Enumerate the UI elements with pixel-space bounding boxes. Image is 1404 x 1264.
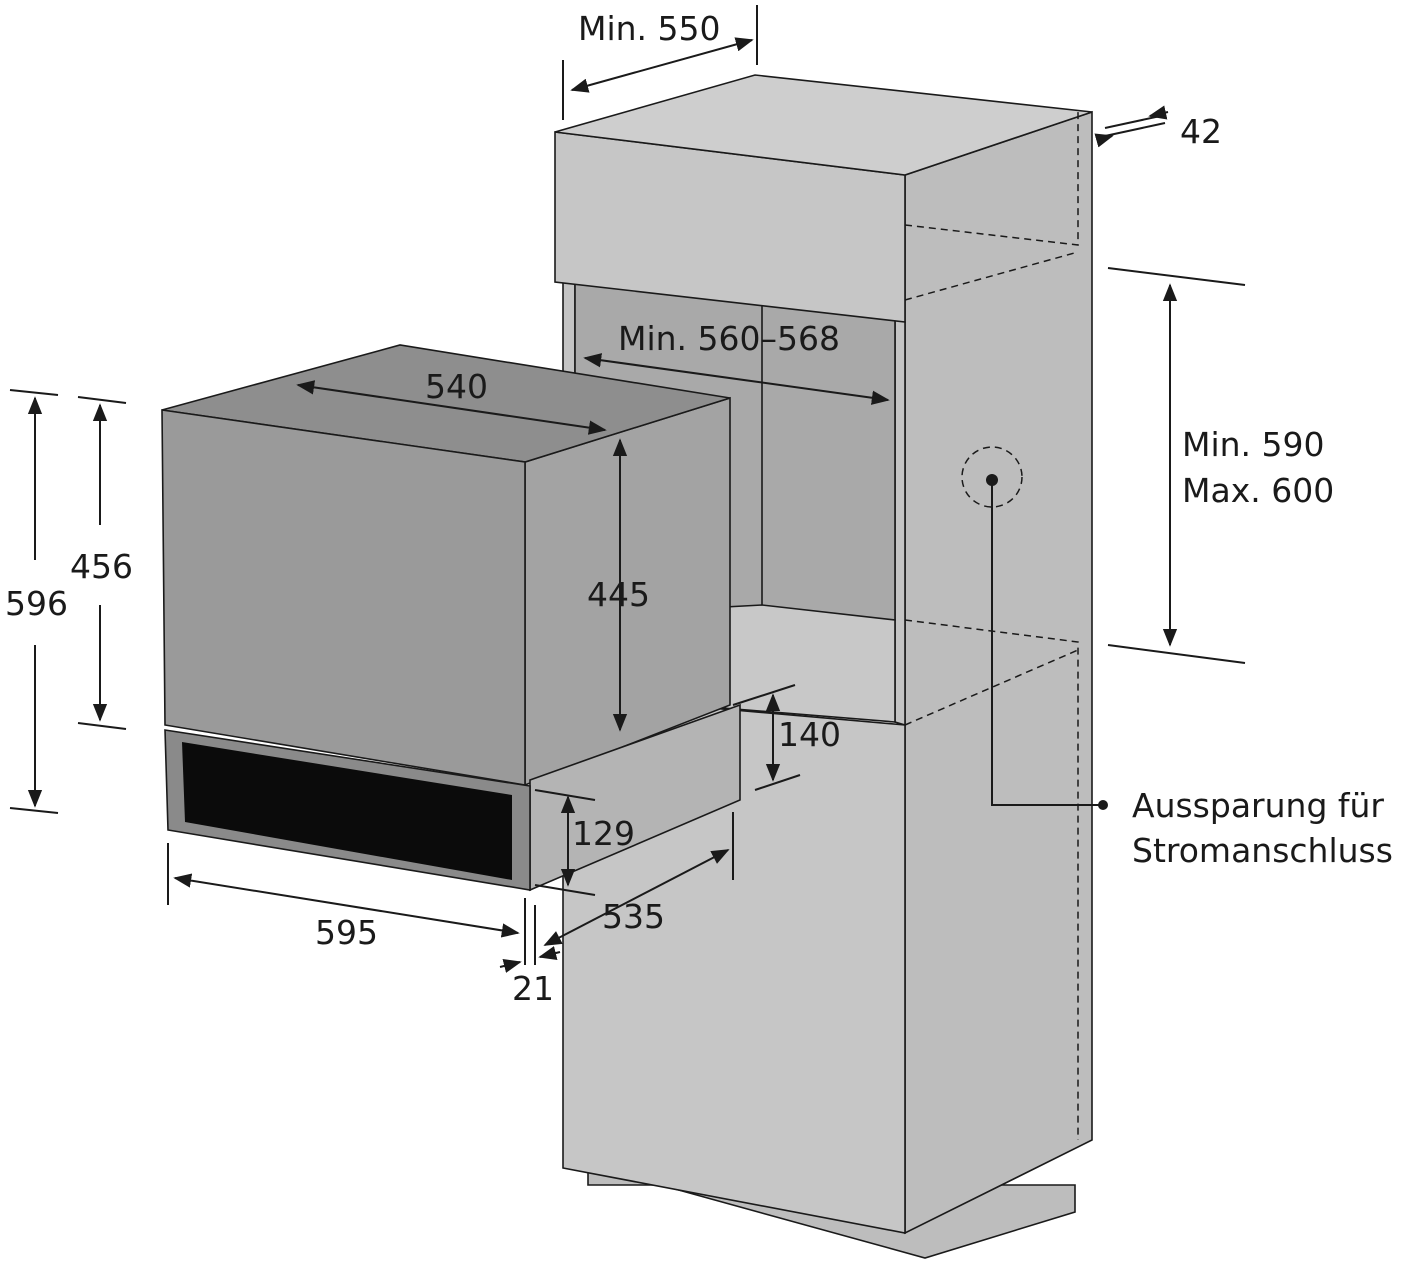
- label-callout-line1: Aussparung für: [1132, 786, 1384, 825]
- socket-leader-line: [991, 480, 1100, 806]
- label-total-height: 596: [5, 584, 68, 623]
- power-socket-recess: [961, 446, 1023, 508]
- label-drawer-recess: 140: [778, 715, 841, 754]
- label-niche-height-max: Max. 600: [1182, 471, 1334, 510]
- cabinet-niche-right-frame: [894, 316, 906, 727]
- oven: [161, 344, 741, 892]
- label-oven-body-height: 445: [587, 575, 650, 614]
- label-cabinet-depth: Min. 550: [578, 9, 721, 48]
- dimension-labels: Min. 550 42 Min. 560–568 Min. 590 Max. 6…: [5, 9, 1393, 1008]
- label-front-width: 595: [315, 913, 378, 952]
- hidden-edge-upper: [904, 112, 1079, 246]
- label-oven-depth: 540: [425, 367, 488, 406]
- label-niche-height-min: Min. 590: [1182, 425, 1325, 464]
- label-drawer-height: 129: [572, 814, 635, 853]
- cabinet-right-side: [904, 110, 1093, 1235]
- label-front-height: 456: [70, 547, 133, 586]
- hidden-edge-lower: [904, 619, 1079, 1140]
- label-body-depth: 535: [602, 897, 665, 936]
- cabinet-top-face: [554, 74, 1093, 176]
- label-callout-line2: Stromanschluss: [1132, 831, 1393, 870]
- drawer-glass: [182, 742, 512, 880]
- label-front-thickness: 21: [512, 969, 554, 1008]
- dimension-lines: [9, 5, 1246, 973]
- label-panel-thickness: 42: [1180, 112, 1222, 151]
- label-niche-width: Min. 560–568: [618, 319, 840, 358]
- oven-front: [161, 409, 526, 786]
